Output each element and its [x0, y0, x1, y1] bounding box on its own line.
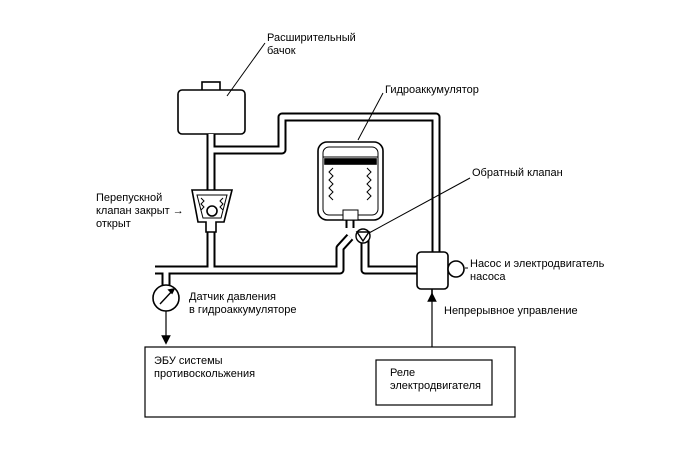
- bypass-valve: [191, 189, 234, 233]
- accumulator: [317, 141, 384, 221]
- ecu-label-2: противоскольжения: [154, 368, 255, 380]
- check-valve-label: Обратный клапан: [472, 167, 563, 179]
- bypass-valve-label-1: Перепускной: [96, 192, 162, 204]
- pipes: [155, 112, 441, 286]
- pump-label-2: насоса: [470, 271, 506, 283]
- relay-label-2: электродвигателя: [390, 380, 481, 392]
- leader-lines: [226, 42, 471, 269]
- continuous-control-label: Непрерывное управление: [444, 305, 578, 317]
- relay-box: [375, 359, 493, 406]
- pressure-sensor-label-2: в гидроаккумуляторе: [189, 304, 297, 316]
- pump-motor: [416, 251, 465, 298]
- bypass-valve-label-2: клапан закрыт →: [96, 205, 184, 217]
- relay-label-1: Реле: [390, 367, 415, 379]
- pump-label-1: Насос и электродвигатель: [470, 258, 605, 270]
- ecu-label-1: ЭБУ системы: [154, 355, 223, 367]
- reservoir-tank: [177, 81, 246, 135]
- bypass-valve-label-3: открыт: [96, 218, 131, 230]
- reservoir-label-1: Расширительный: [267, 32, 356, 44]
- check-valve: [355, 228, 371, 244]
- reservoir-label-2: бачок: [267, 45, 296, 57]
- accumulator-label: Гидроаккумулятор: [385, 84, 479, 96]
- pressure-sensor: [152, 284, 180, 312]
- pressure-sensor-label-1: Датчик давления: [189, 291, 276, 303]
